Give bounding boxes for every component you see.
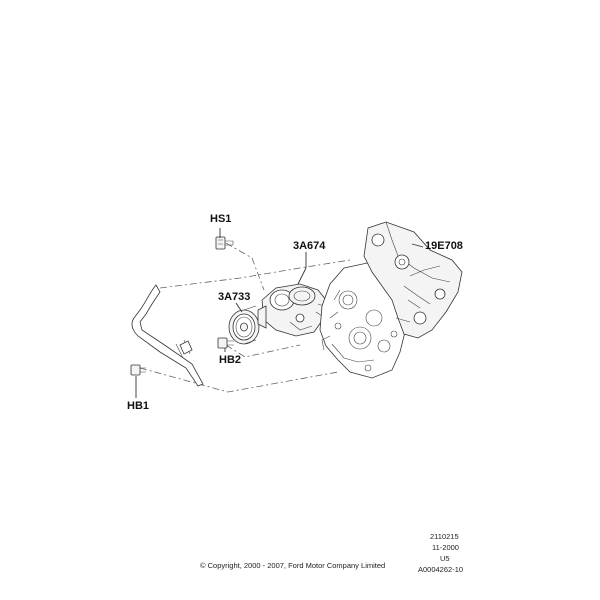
diagram-variant: U5 [440, 554, 450, 563]
diagram-code: 2110215 [430, 532, 459, 541]
diagram-reference: A0004262-10 [418, 565, 464, 574]
callout-hb1: HB1 [127, 400, 150, 412]
diagram-date: 11-2000 [432, 543, 459, 552]
pump-3a674 [257, 283, 327, 337]
hb1-bolt [130, 364, 146, 376]
copyright-text: © Copyright, 2000 - 2007, Ford Motor Com… [200, 561, 386, 570]
leader-lines [135, 228, 424, 398]
callout-3a733: 3A733 [218, 291, 251, 303]
pulley-3a733 [228, 305, 260, 345]
callout-19e708: 19E708 [425, 240, 463, 252]
hb2-bolt [217, 337, 234, 349]
pressure-hose [131, 284, 204, 387]
bracket-19e708 [363, 221, 463, 339]
callout-hs1: HS1 [210, 213, 232, 225]
callout-3a674: 3A674 [293, 240, 326, 252]
engine-front-cover [319, 261, 407, 379]
hs1-stud [215, 236, 234, 250]
callout-hb2: HB2 [219, 354, 242, 366]
